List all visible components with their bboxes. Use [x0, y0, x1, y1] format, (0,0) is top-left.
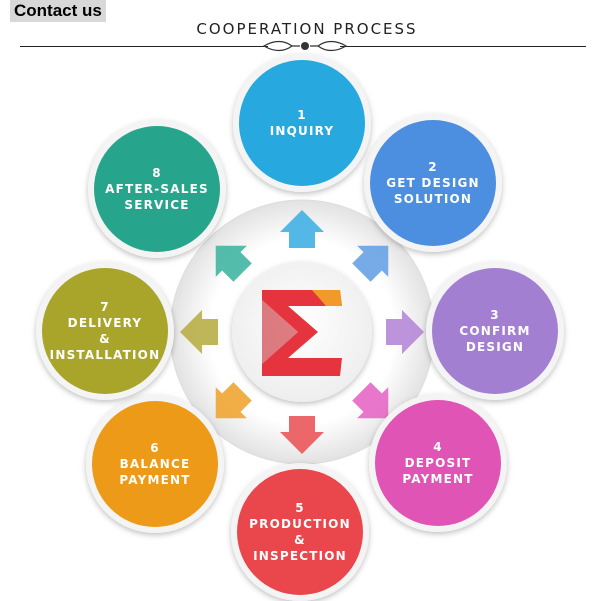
step-circle	[375, 400, 501, 526]
step-label: SOLUTION	[394, 192, 472, 206]
step-label: PAYMENT	[119, 473, 190, 487]
step-circle	[94, 126, 220, 252]
page-title: COOPERATION PROCESS	[196, 20, 418, 38]
arrow-icon	[352, 245, 389, 282]
arrow-icon	[352, 382, 389, 419]
arrow-icon	[215, 245, 252, 282]
step-label: CONFIRM	[459, 324, 530, 338]
step-circle	[42, 268, 168, 394]
step-label: DEPOSIT	[405, 456, 472, 470]
title-divider-left	[20, 46, 268, 47]
sigma-logo-icon	[262, 290, 342, 376]
step-number: 7	[100, 300, 110, 314]
contact-us-label[interactable]: Contact us	[10, 0, 106, 22]
step-label: &	[99, 332, 111, 346]
arrow-icon	[280, 416, 324, 454]
step-label: &	[294, 533, 306, 547]
step-label: PRODUCTION	[249, 517, 351, 531]
step-label: PAYMENT	[402, 472, 473, 486]
step-label: INSPECTION	[253, 549, 347, 563]
step-circle	[370, 120, 496, 246]
step-number: 5	[295, 501, 305, 515]
step-circle	[237, 469, 363, 595]
step-circle	[92, 401, 218, 527]
step-label: AFTER-SALES	[105, 182, 209, 196]
step-circle	[239, 60, 365, 186]
step-label: INSTALLATION	[50, 348, 161, 362]
step-number: 8	[152, 166, 162, 180]
step-label: INQUIRY	[270, 124, 335, 138]
step-label: DELIVERY	[68, 316, 143, 330]
step-number: 1	[297, 108, 307, 122]
step-number: 4	[433, 440, 443, 454]
step-label: BALANCE	[120, 457, 191, 471]
step-number: 3	[490, 308, 500, 322]
step-label: DESIGN	[466, 340, 524, 354]
step-label: SERVICE	[124, 198, 189, 212]
ornament-icon	[262, 40, 348, 52]
arrow-icon	[180, 310, 218, 354]
arrow-icon	[215, 382, 252, 419]
arrow-icon	[280, 210, 324, 248]
title-divider-right	[340, 46, 586, 47]
direction-arrows	[180, 210, 424, 454]
step-number: 2	[428, 160, 438, 174]
step-label: GET DESIGN	[386, 176, 480, 190]
arrow-icon	[386, 310, 424, 354]
step-circle	[432, 268, 558, 394]
step-number: 6	[150, 441, 160, 455]
